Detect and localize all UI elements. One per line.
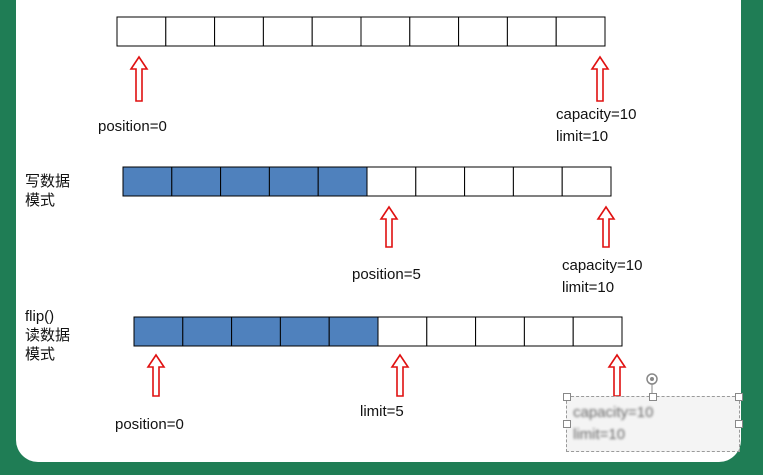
buffer-cell [415,166,466,197]
buffer-cell [366,166,417,197]
buffer-cell [561,166,612,197]
buffer-cell [506,16,557,47]
row3-limit-label: limit=5 [360,403,404,420]
pointer-arrow [379,205,399,248]
resize-handle[interactable] [649,393,657,401]
row2-position-label: position=5 [352,266,421,283]
buffer-cell [311,16,362,47]
row3-position-label: position=0 [115,416,184,433]
pointer-arrow [146,353,166,397]
buffer-cell [231,316,281,347]
buffer-cell [464,166,514,197]
resize-handle[interactable] [563,420,571,428]
pointer-arrow [129,55,149,102]
buffer-cell [512,166,563,197]
pointer-arrow [596,205,616,248]
buffer-cell [262,16,313,47]
buffer-cell [328,316,379,347]
row1-limit-label: limit=10 [556,128,609,145]
buffer-cell [171,166,222,197]
buffer-cell [268,166,319,197]
selected-textbox[interactable]: capacity=10 limit=10 [563,393,743,452]
buffer-cell [555,16,606,47]
buffer-cell [116,16,167,47]
pointer-arrow [390,353,410,397]
buffer-cell [317,166,368,197]
buffer-cell [165,16,216,47]
buffer-cell [133,316,184,347]
buffer-cell [360,16,411,47]
row2-capacity-label: capacity=10 [562,257,643,274]
buffer-cell [523,316,574,347]
write-mode-label: 写数据 模式 [25,173,71,209]
buffer-cell [572,316,623,347]
buffer-cell [122,166,173,197]
resize-handle[interactable] [563,393,571,401]
row1-position-label: position=0 [98,118,167,135]
row3-limit-label: limit=10 [573,426,626,443]
resize-handle[interactable] [735,393,743,401]
row2-limit-label: limit=10 [562,279,615,296]
buffer-cell [458,16,508,47]
pointer-arrow [590,55,610,102]
pointer-arrow [607,353,627,397]
row3-capacity-label: capacity=10 [573,404,654,421]
buffer-cell [475,316,525,347]
buffer-cell [279,316,330,347]
read-mode-label: flip() 读数据 模式 [25,308,71,363]
buffer-cell [214,16,264,47]
buffer-cell [182,316,233,347]
resize-handle[interactable] [735,420,743,428]
rotate-handle-icon[interactable] [644,372,660,394]
buffer-cell [409,16,460,47]
buffer-cell [426,316,477,347]
buffer-cell [377,316,428,347]
row1-capacity-label: capacity=10 [556,106,637,123]
buffer-cell [220,166,270,197]
